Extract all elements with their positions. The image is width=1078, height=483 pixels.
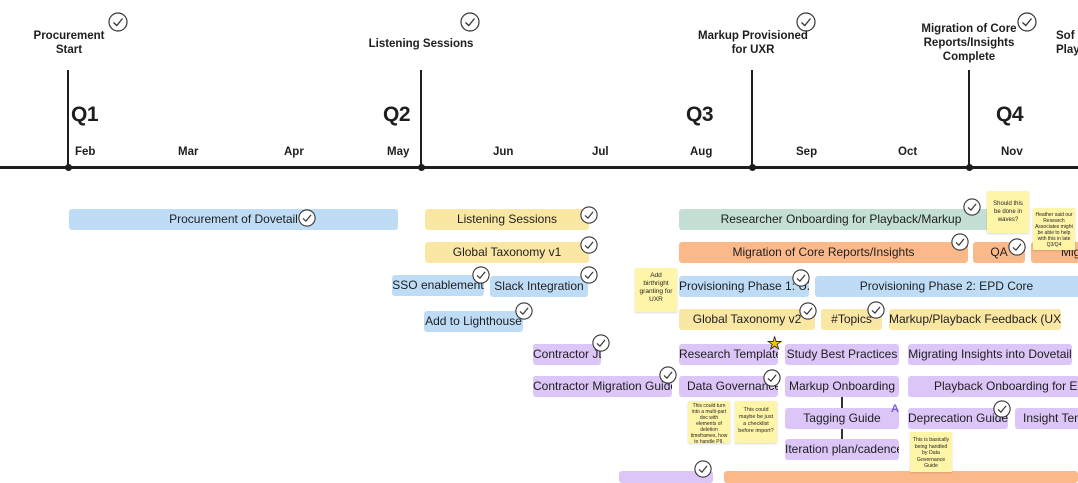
- check-circle-icon: [951, 233, 969, 251]
- bar-markup-onboarding[interactable]: Markup Onboarding: [785, 376, 899, 397]
- bar-iteration-plan[interactable]: Iteration plan/cadence: [785, 439, 899, 460]
- bar-partial-bottom[interactable]: [724, 471, 1078, 483]
- sticky-note[interactable]: This is basically being handled by Data …: [910, 432, 952, 472]
- timeline-axis: [0, 166, 1078, 169]
- month-label: Feb: [75, 146, 96, 158]
- quarter-label: Q3: [686, 103, 714, 126]
- check-circle-icon: [1017, 12, 1037, 32]
- milestone-procurement-start: Procurement Start: [33, 30, 105, 56]
- bar-slack-integration[interactable]: Slack Integration: [490, 276, 588, 297]
- month-label: Nov: [1001, 146, 1023, 158]
- sticky-note[interactable]: Heather said our Research Associates mig…: [1033, 208, 1075, 250]
- bar-tagging-guide[interactable]: Tagging Guide: [785, 408, 899, 429]
- sticky-note[interactable]: This could turn into a multi-part doc wi…: [688, 401, 730, 443]
- connector-line: [841, 397, 843, 408]
- month-label: Jul: [592, 146, 609, 158]
- milestone-dot: [966, 164, 973, 171]
- bar-listening-sessions[interactable]: Listening Sessions: [425, 209, 589, 230]
- bar-markup-playback-feedback[interactable]: Markup/Playback Feedback (UXR): [889, 309, 1061, 330]
- check-circle-icon: [963, 198, 981, 216]
- check-circle-icon: [867, 301, 885, 319]
- milestone-markup-uxr: Markup Provisioned for UXR: [698, 30, 808, 56]
- month-label: Aug: [690, 146, 713, 158]
- month-label: May: [387, 146, 410, 158]
- check-circle-icon: [108, 12, 128, 32]
- month-label: Mar: [178, 146, 199, 158]
- connector-line: [841, 429, 843, 439]
- milestone-software-playback: Sof Play: [1056, 30, 1078, 56]
- sticky-note[interactable]: Should this be done in waves?: [987, 191, 1029, 233]
- bar-sso-enablement[interactable]: SSO enablement: [392, 275, 484, 296]
- bar-provisioning-phase-2[interactable]: Provisioning Phase 2: EPD Core: [815, 276, 1078, 297]
- check-circle-icon: [515, 302, 533, 320]
- milestone-line: [67, 70, 69, 168]
- milestone-listening-sessions: Listening Sessions: [368, 38, 474, 50]
- check-circle-icon: [1008, 238, 1026, 256]
- check-circle-icon: [298, 209, 316, 227]
- quarter-label: Q4: [996, 103, 1024, 126]
- bar-provisioning-phase-1[interactable]: Provisioning Phase 1: UXR: [679, 276, 809, 297]
- month-label: Oct: [898, 146, 918, 158]
- bar-migration-core-reports[interactable]: Migration of Core Reports/Insights: [679, 242, 968, 263]
- month-label: Sep: [796, 146, 818, 158]
- milestone-line: [420, 70, 422, 168]
- milestone-migration-core: Migration of Core Reports/Insights Compl…: [921, 23, 1017, 63]
- check-circle-icon: [694, 460, 712, 478]
- star-icon: ★: [767, 334, 783, 353]
- bar-global-taxonomy-v2[interactable]: Global Taxonomy v2: [679, 309, 815, 330]
- bar-migrating-insights[interactable]: Migrating Insights into Dovetail: [908, 344, 1072, 365]
- milestone-line: [751, 70, 753, 168]
- check-circle-icon: [763, 369, 781, 387]
- month-label: Jun: [493, 146, 514, 158]
- sticky-note[interactable]: This could maybe be just a checklist bef…: [735, 401, 777, 443]
- bar-research-templates[interactable]: Research Templates: [679, 344, 778, 365]
- check-circle-icon: [993, 400, 1011, 418]
- check-circle-icon: [580, 206, 598, 224]
- quarter-label: Q2: [383, 103, 411, 126]
- sticky-note[interactable]: Add birthright granting for UXR: [635, 268, 677, 312]
- annotation-letter: A: [891, 403, 899, 415]
- check-circle-icon: [659, 366, 677, 384]
- milestone-line: [968, 70, 970, 168]
- check-circle-icon: [799, 302, 817, 320]
- bar-researcher-onboarding[interactable]: Researcher Onboarding for Playback/Marku…: [679, 209, 1003, 230]
- bar-procurement-of-dovetail[interactable]: Procurement of Dovetail: [69, 209, 398, 230]
- bar-contractor-jd[interactable]: Contractor JD: [533, 344, 601, 365]
- quarter-label: Q1: [71, 103, 99, 126]
- check-circle-icon: [592, 334, 610, 352]
- check-circle-icon: [796, 12, 816, 32]
- check-circle-icon: [580, 236, 598, 254]
- bar-data-governance[interactable]: Data Governance: [679, 376, 778, 397]
- bar-insight-templates[interactable]: Insight Temp: [1015, 408, 1078, 429]
- bar-deprecation-guides[interactable]: Deprecation Guides: [908, 408, 1008, 429]
- bar-study-best-practices[interactable]: Study Best Practices: [785, 344, 899, 365]
- bar-contractor-migration-guide[interactable]: Contractor Migration Guide: [533, 376, 672, 397]
- milestone-dot: [418, 164, 425, 171]
- bar-global-taxonomy-v1[interactable]: Global Taxonomy v1: [425, 242, 589, 263]
- check-circle-icon: [460, 12, 480, 32]
- check-circle-icon: [580, 266, 598, 284]
- milestone-dot: [65, 164, 72, 171]
- month-label: Apr: [284, 146, 304, 158]
- bar-add-to-lighthouse[interactable]: Add to Lighthouse: [424, 311, 523, 332]
- check-circle-icon: [792, 269, 810, 287]
- milestone-dot: [749, 164, 756, 171]
- bar-topics[interactable]: #Topics: [821, 309, 882, 330]
- bar-playback-onboarding-epd[interactable]: Playback Onboarding for EPD: [908, 376, 1078, 397]
- check-circle-icon: [472, 266, 490, 284]
